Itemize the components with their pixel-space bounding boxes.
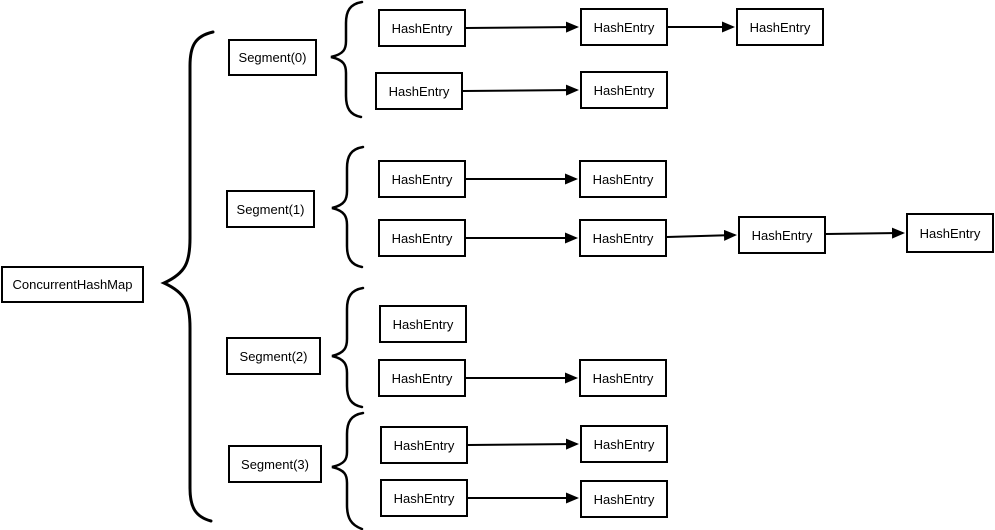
hashentry-box: HashEntry: [375, 72, 463, 110]
hashentry-box: HashEntry: [736, 8, 824, 46]
hashentry-box: HashEntry: [579, 359, 667, 397]
arrow-seg1-row1-link1: [666, 229, 737, 241]
segment-3-box: Segment(3): [228, 445, 322, 483]
segment-0-box: Segment(0): [228, 39, 317, 76]
hashentry-box: HashEntry: [378, 9, 466, 47]
segment-3-brace: [331, 411, 365, 530]
segment-1-brace: [331, 145, 365, 269]
hashentry-box: HashEntry: [580, 425, 668, 463]
segment-1-box: Segment(1): [226, 190, 315, 228]
arrow-seg1-row1-link2: [825, 227, 905, 239]
hashentry-box: HashEntry: [580, 8, 668, 46]
arrow-seg0-row0-link0: [465, 21, 579, 33]
hashentry-box: HashEntry: [906, 213, 994, 253]
arrow-seg3-row0-link0: [467, 438, 579, 450]
segment-2-brace: [331, 286, 365, 409]
segment-0-brace: [330, 0, 364, 119]
hashentry-box: HashEntry: [380, 479, 468, 517]
hashentry-box: HashEntry: [738, 216, 826, 254]
hashentry-box: HashEntry: [380, 426, 468, 464]
segment-2-box: Segment(2): [226, 337, 321, 375]
hashentry-box: HashEntry: [378, 219, 466, 257]
root-brace: [160, 30, 215, 523]
hashentry-box: HashEntry: [579, 219, 667, 257]
hashentry-box: HashEntry: [378, 160, 466, 198]
hashentry-box: HashEntry: [580, 71, 668, 109]
concurrenthashmap-box: ConcurrentHashMap: [1, 266, 144, 303]
arrow-seg0-row1-link0: [462, 84, 579, 96]
hashentry-box: HashEntry: [580, 480, 668, 518]
hashentry-box: HashEntry: [579, 160, 667, 198]
hashentry-box: HashEntry: [379, 305, 467, 343]
hashentry-box: HashEntry: [378, 359, 466, 397]
